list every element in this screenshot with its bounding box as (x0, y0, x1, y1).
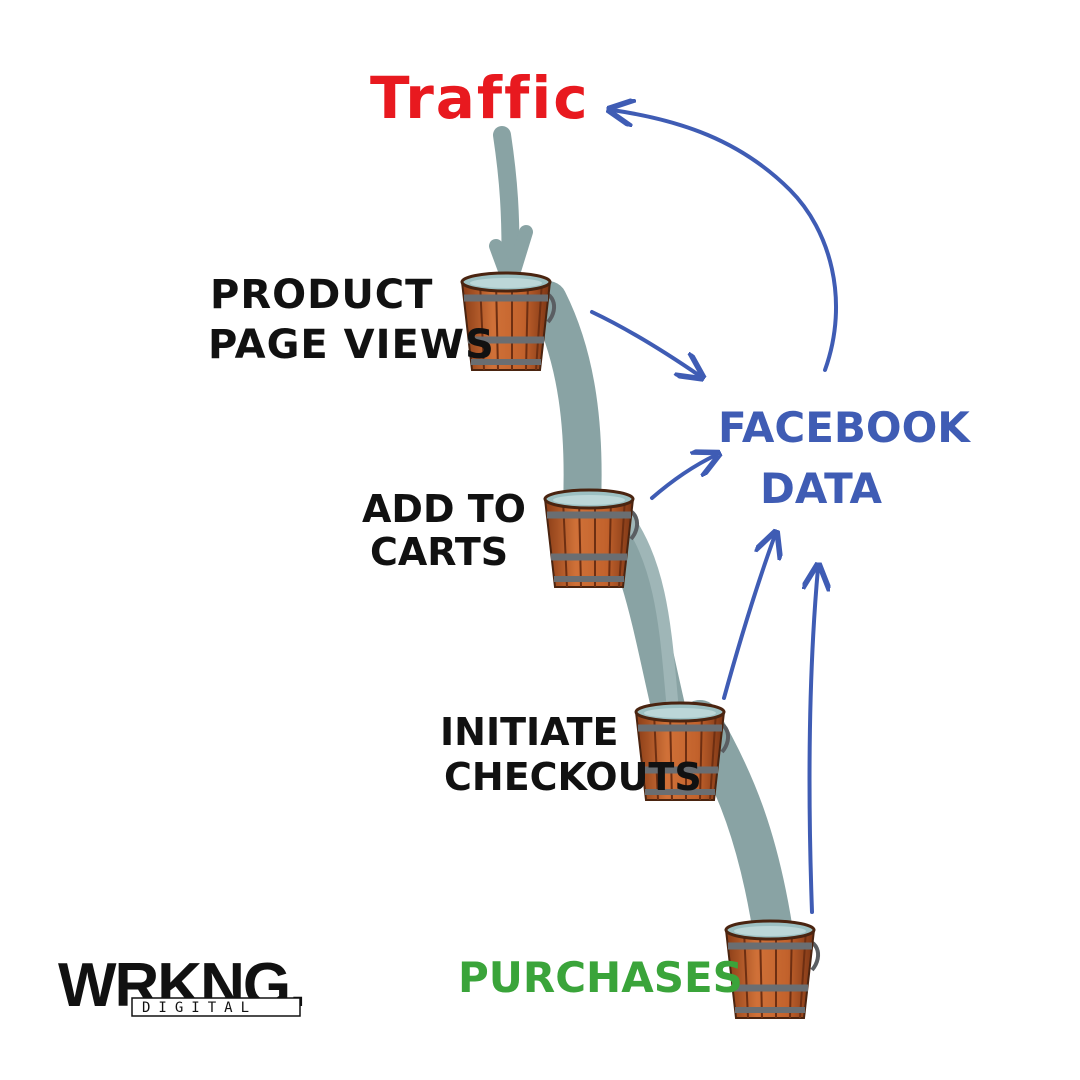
label-facebook-line1: FACEBOOK (718, 403, 971, 452)
label-checkout-line2: CHECKOUTS (444, 755, 702, 799)
logo-sub-text: DIGITAL (142, 1000, 257, 1016)
arrow-product-to-facebook (590, 310, 700, 376)
label-cart-line1: ADD TO (362, 487, 526, 531)
label-cart-line2: CARTS (370, 530, 508, 574)
wrkng-logo: WRKNG. DIGITAL (58, 951, 306, 1020)
label-purchases: PURCHASES (458, 953, 743, 1002)
water-stream (489, 126, 795, 965)
label-product-line2: PAGE VIEWS (208, 322, 495, 368)
arrow-cart-to-facebook (650, 455, 716, 500)
bucket-add-to-carts (545, 490, 637, 587)
label-product-line1: PRODUCT (210, 272, 433, 318)
label-facebook-line2: DATA (760, 464, 882, 513)
flow-arrows (590, 110, 838, 914)
arrow-purchase-to-facebook (810, 568, 818, 914)
arrow-facebook-to-traffic (612, 110, 838, 372)
label-checkout-line1: INITIATE (440, 710, 618, 754)
arrow-checkout-to-facebook (722, 535, 775, 700)
label-traffic: Traffic (370, 64, 590, 132)
